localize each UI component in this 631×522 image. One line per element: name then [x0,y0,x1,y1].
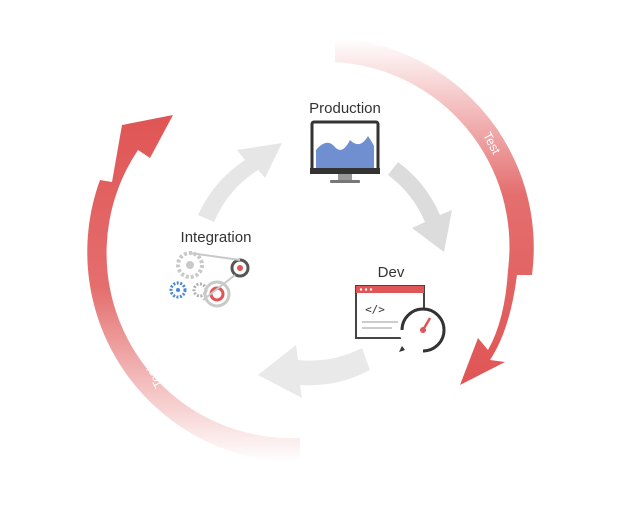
outer-test-arc-right [335,38,534,385]
gauge-icon [399,307,446,354]
inner-arrow-integration-to-production [198,143,282,222]
inner-arrow-production-to-dev [388,162,452,252]
integration-label: Integration [181,229,252,246]
gears-icon [169,251,250,308]
dev-label: Dev [378,264,405,281]
production-label: Production [309,100,381,117]
code-glyph: </> [365,303,385,316]
inner-arrow-dev-to-integration [258,345,370,398]
outer-test-arc-left [87,115,300,463]
monitor-icon [310,120,380,183]
